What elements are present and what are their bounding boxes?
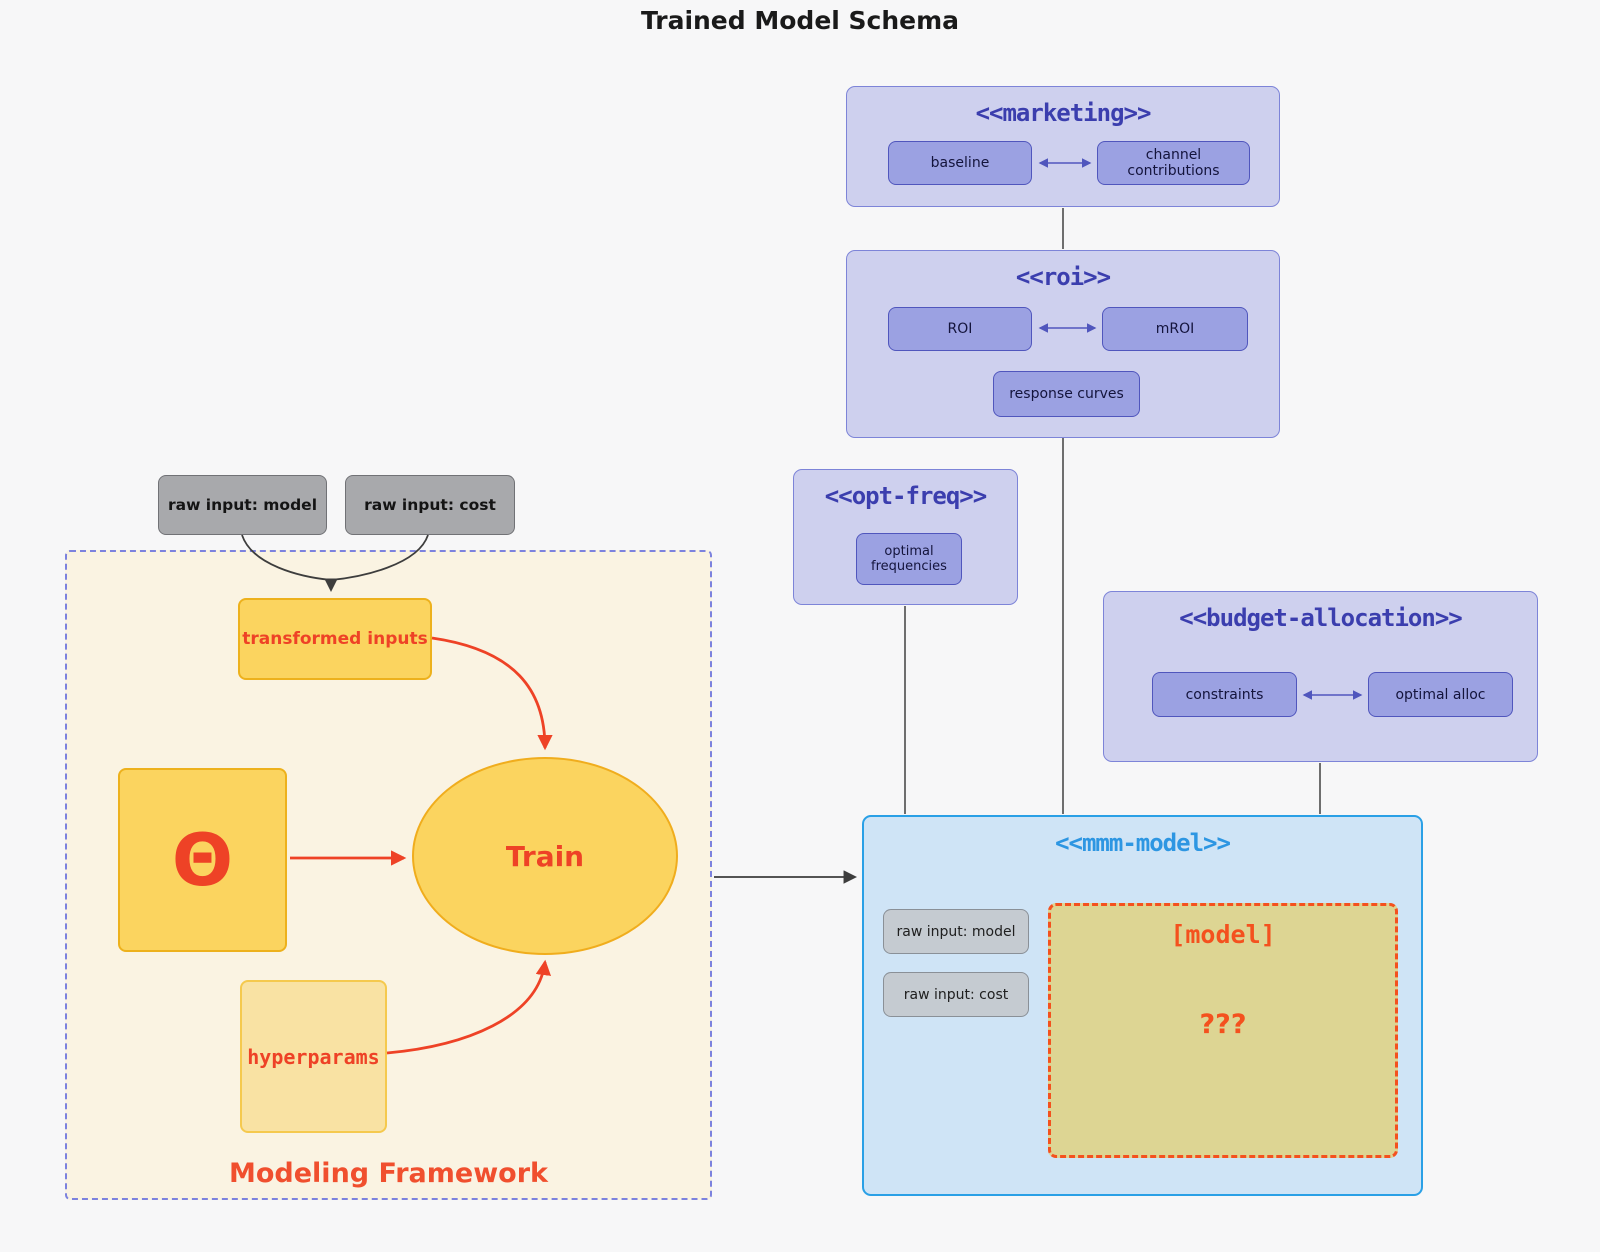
node-roi: ROI [883, 302, 1032, 351]
node-mroi: mROI [1097, 302, 1248, 351]
node-raw-input-cost: raw input: cost [340, 470, 515, 535]
node-model-placeholder: [model] ??? [1048, 903, 1398, 1158]
node-transformed-inputs: transformed inputs [234, 594, 432, 680]
node-optimal-frequencies: optimal frequencies [851, 528, 962, 585]
node-theta: Θ [114, 764, 287, 952]
group-marketing-title: <<marketing>> [975, 99, 1152, 127]
group-budget-allocation-title: <<budget-allocation>> [1179, 604, 1462, 632]
node-train: Train [412, 757, 678, 955]
node-baseline: baseline [883, 136, 1032, 185]
model-unknown-label: ??? [1199, 1009, 1247, 1040]
group-mmm-model-title: <<mmm-model>> [1055, 829, 1231, 857]
node-optimal-alloc: optimal alloc [1363, 667, 1513, 717]
model-placeholder-label: [model] [1170, 920, 1276, 949]
group-roi-title: <<roi>> [1015, 263, 1111, 291]
page-title: Trained Model Schema [640, 6, 960, 35]
node-channel-contributions: channel contributions [1092, 136, 1250, 185]
node-constraints: constraints [1147, 667, 1297, 717]
modeling-framework-label: Modeling Framework [229, 1158, 548, 1189]
node-raw-input-model: raw input: model [153, 470, 327, 535]
node-response-curves: response curves [988, 366, 1140, 417]
group-opt-freq-title: <<opt-freq>> [824, 482, 987, 510]
node-mmm-raw-input-model: raw input: model [878, 904, 1029, 954]
node-hyperparams: hyperparams [236, 976, 387, 1133]
node-mmm-raw-input-cost: raw input: cost [878, 967, 1029, 1017]
